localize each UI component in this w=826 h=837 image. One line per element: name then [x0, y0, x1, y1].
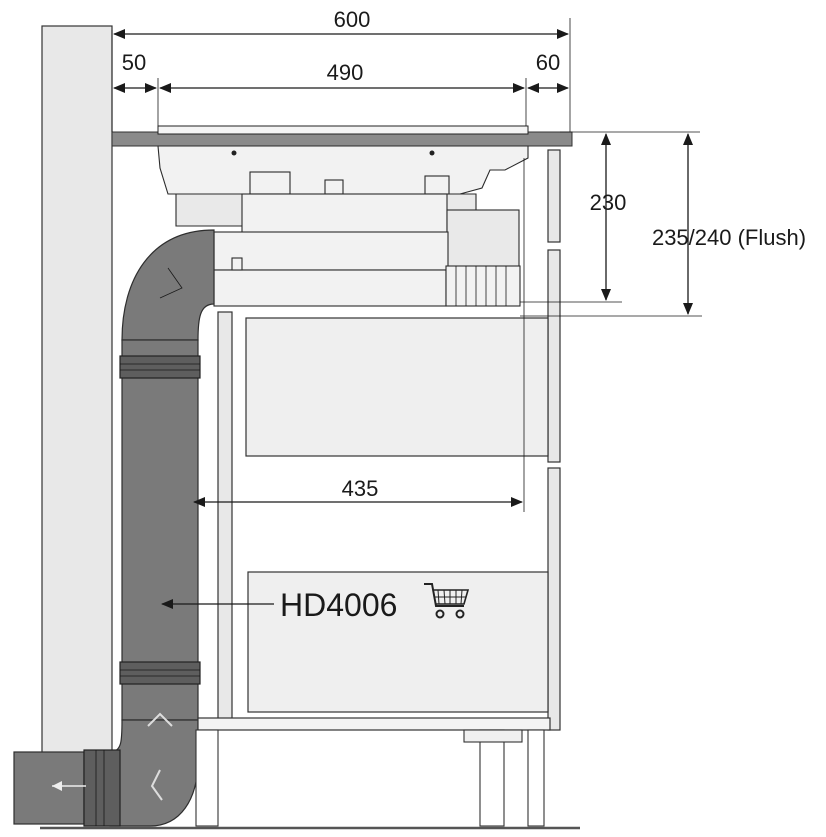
dim-total-width: 600	[334, 7, 371, 32]
dim-inner-width: 435	[342, 476, 379, 501]
dim-depth-230: 230	[590, 190, 627, 215]
duct-coupler-upper	[120, 356, 200, 378]
part-label: HD4006	[280, 587, 397, 623]
duct-coupler-lower	[120, 662, 200, 684]
dim-hob-width: 490	[327, 60, 364, 85]
hob-glass	[158, 126, 528, 134]
drawer-upper	[246, 318, 548, 456]
back-wall	[42, 26, 112, 761]
dim-left-gap: 50	[122, 50, 146, 75]
dim-right-gap: 60	[536, 50, 560, 75]
dim-depth-flush: 235/240 (Flush)	[652, 225, 806, 250]
